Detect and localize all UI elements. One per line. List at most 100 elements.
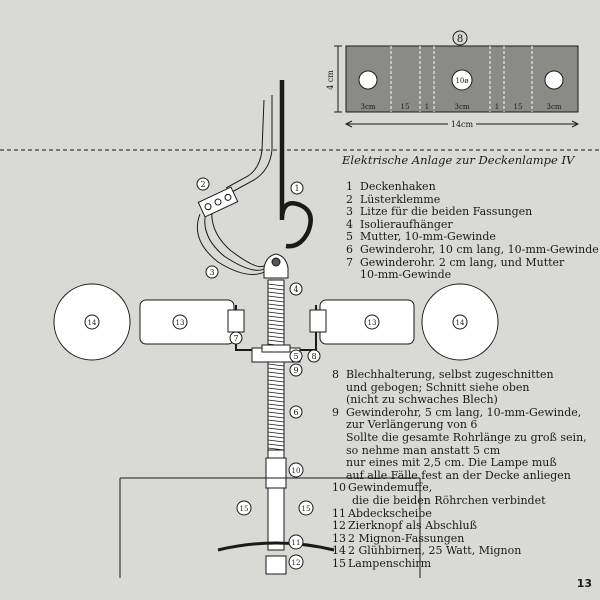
callout-circle [288, 554, 304, 570]
legend-item: 4 Isolieraufhänger [346, 217, 599, 232]
legend-item-number: 3 [346, 205, 353, 219]
plate-seg-1: 3cm [360, 103, 375, 111]
legend-item-number: 13 [332, 531, 346, 545]
legend-item-text: Litze für die beiden Fassungen [360, 205, 533, 219]
callout-circle [236, 500, 252, 516]
legend-item-number [332, 457, 346, 470]
callout-number: 7 [233, 334, 238, 343]
legend-item-text: 2 Mignon-Fassungen [348, 531, 465, 545]
callout-number: 13 [176, 319, 185, 327]
legend-item-text: Sollte die gesamte Rohrlänge zu groß sei… [346, 430, 587, 444]
callout-number: 9 [293, 366, 298, 375]
legend-item-number: 1 [346, 180, 353, 193]
plate-seg-5: 1 [495, 103, 499, 111]
legend-item-text: die die beiden Röhrchen verbindet [352, 493, 546, 507]
legend-item: 3 Litze für die beiden Fassungen [346, 206, 599, 219]
legend-item-text: Isolieraufhänger [360, 217, 453, 231]
legend-item-text: Blechhalterung, selbst zugeschnitten [346, 368, 554, 381]
legend-item: die die beiden Röhrchen verbindet [332, 493, 587, 508]
callout-number: 14 [88, 319, 97, 327]
legend-item: Sollte die gesamte Rohrlänge zu groß sei… [332, 430, 587, 445]
plate-number: 8 [457, 34, 463, 45]
luster-terminal [197, 186, 239, 218]
callout-circle [84, 314, 100, 330]
legend-item-text: (nicht zu schwaches Blech) [346, 393, 498, 407]
legend-item: (nicht zu schwaches Blech) [332, 394, 587, 407]
plate-seg-4: 3cm [454, 103, 469, 111]
legend-item-number: 9 [332, 405, 339, 419]
legend-item-number: 6 [346, 242, 353, 256]
callout-circle [298, 500, 314, 516]
thread-sleeve [265, 457, 287, 489]
legend-item-text: Abdeckscheibe [348, 506, 432, 520]
plate-center-label: 10ø [455, 77, 468, 85]
plate-number-circle [452, 30, 468, 46]
legend-item: auf alle Fälle fest an der Decke anliege… [332, 468, 587, 483]
legend-item-text: auf alle Fälle fest an der Decke anliege… [346, 468, 571, 482]
callout-number: 8 [311, 352, 316, 361]
callout-number: 4 [293, 285, 298, 294]
legend-item-text: und gebogen; Schnitt siehe oben [346, 380, 530, 394]
callout-circle [452, 314, 468, 330]
legend-item-number: 7 [346, 255, 353, 269]
legend-item-number [332, 419, 346, 432]
callout-circle [290, 181, 304, 195]
plate-seg-6: 15 [514, 103, 523, 111]
callout-number: 15 [302, 505, 311, 513]
callout-number: 12 [292, 559, 301, 567]
figure-caption: Elektrische Anlage zur Deckenlampe IV [342, 153, 575, 167]
callout-circle [289, 349, 303, 363]
legend-item-text: Gewindemuffe, [348, 481, 433, 495]
legend-item-text: nur eines mit 2,5 cm. Die Lampe muß [346, 456, 557, 470]
callout-circle [229, 331, 243, 345]
decorative-knob [265, 555, 287, 575]
plate-hole-right [544, 70, 564, 90]
legend-item-number: 10 [332, 481, 346, 495]
callout-circle [307, 349, 321, 363]
callout-number: 6 [293, 408, 298, 417]
callout-number: 11 [292, 539, 301, 547]
callout-circle [288, 534, 304, 550]
callout-circle [289, 405, 303, 419]
callout-circle [289, 363, 303, 377]
callout-number: 14 [456, 319, 465, 327]
page-number: 13 [576, 577, 592, 590]
legend-item: und gebogen; Schnitt siehe oben [332, 380, 587, 395]
legend-item-number [332, 445, 346, 458]
legend-item: zur Verlängerung von 6 [332, 419, 587, 432]
callout-circle [172, 314, 188, 330]
plate-seg-7: 3cm [546, 103, 561, 111]
legend-item-text: Gewinderohr. 2 cm lang, und Mutter [360, 255, 565, 269]
legend-item-text: 2 Glühbirnen, 25 Watt, Mignon [348, 544, 522, 558]
plate-seg-2: 15 [401, 103, 410, 111]
legend-item-number: 2 [346, 192, 353, 206]
legend-item-text: Deckenhaken [360, 180, 436, 193]
callout-circle [205, 265, 219, 279]
legend-item-text: 10-mm-Gewinde [360, 268, 452, 282]
legend-item-number [332, 495, 346, 508]
wire-litze [225, 95, 273, 193]
legend-item-number [332, 394, 346, 407]
legend-item-text: Zierknopf als Abschluß [348, 519, 477, 533]
plate-detail: 8 10ø 4 cm 3cm 15 1 3cm 1 15 3cm 14cm [326, 30, 580, 129]
legend-item: so nehme man anstatt 5 cm [332, 444, 587, 458]
callout-number: 15 [240, 505, 249, 513]
callout-number: 5 [293, 352, 298, 361]
plate-width-label: 14cm [451, 120, 474, 129]
ceiling-hook [279, 80, 313, 249]
legend-item-number: 4 [346, 217, 353, 231]
legend-item: 1 Deckenhaken [346, 180, 599, 194]
callout-circle [196, 177, 210, 191]
